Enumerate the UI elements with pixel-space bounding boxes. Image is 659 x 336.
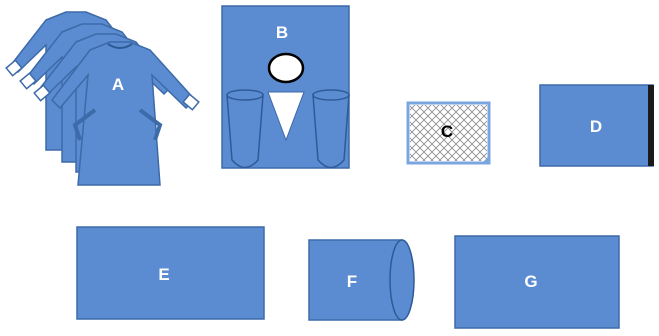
large-sheet — [77, 227, 264, 319]
label-g: G — [524, 272, 537, 292]
tube-cover — [309, 240, 414, 320]
label-e: E — [158, 265, 169, 285]
label-d: D — [590, 117, 602, 137]
label-a: A — [112, 75, 124, 95]
gown-stack — [6, 12, 199, 185]
label-b: B — [276, 23, 288, 43]
gown-front — [6, 42, 199, 185]
label-c: C — [441, 122, 453, 142]
label-f: F — [347, 272, 357, 292]
